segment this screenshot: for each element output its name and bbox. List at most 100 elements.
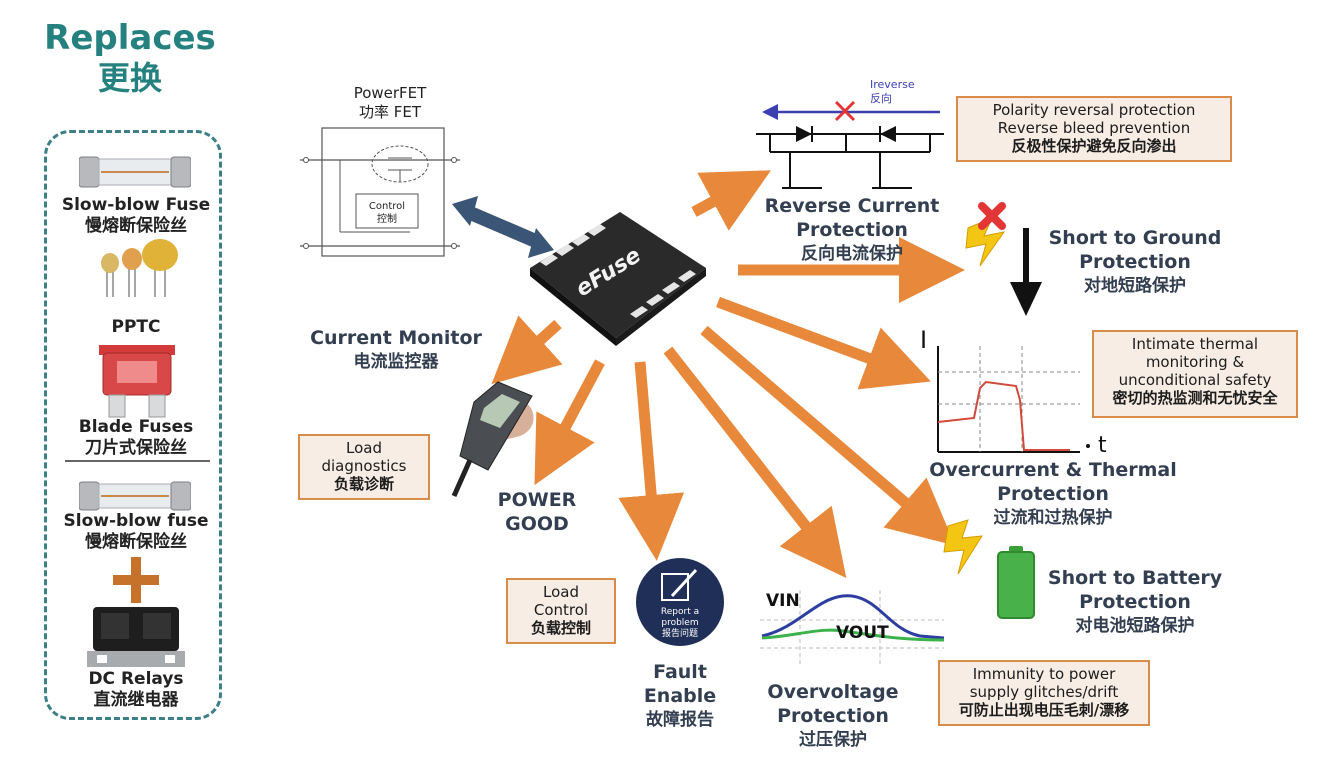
replaces-title-zh: 更换 [97,59,162,97]
sidebar-item-label-zh: 刀片式保险丝 [85,438,187,458]
thermal-graph: I t [920,326,1107,458]
label-en: Reverse Current [764,195,940,217]
current-monitor-label: Current Monitor 电流监控器 [306,326,486,374]
callout-line: 密切的热监测和无忧安全 [1112,389,1278,407]
short-battery-graphic [943,519,1035,619]
powerfet-title-zh: 功率 FET [358,103,422,121]
sidebar-item-label-zh: 慢熔断保险丝 [85,532,187,552]
divider [65,460,210,462]
label-zh: 故障报告 [646,710,714,730]
sidebar-item-slowblow-2: Slow-blow fuse 慢熔断保险丝 [47,511,225,553]
arrow-thermal [716,296,931,390]
ireverse-label-zh: 反向 [870,91,892,105]
arrow-fault [618,361,685,561]
callout-line: Intimate thermal [1131,335,1259,353]
callout-line: 反极性保护避免反向渗出 [1011,137,1177,155]
efuse-chip: eFuse [530,212,706,346]
glass-fuse-icon [79,156,191,188]
reverse-current-label: Reverse Current Protection 反向电流保护 [752,194,952,266]
callout-line: 负载控制 [530,619,591,637]
label-en2: Protection [777,705,889,727]
blade-fuse-icon [99,345,175,418]
callout-line: Load [346,439,382,457]
sidebar-item-pptc: PPTC [47,317,225,338]
label-zh: 对地短路保护 [1084,276,1186,296]
control-label-en: Control [369,201,405,212]
label-en2: Enable [643,685,717,707]
label-en: Short to Ground [1048,227,1222,249]
vout-label: VOUT [836,623,889,643]
plus-icon [113,557,159,603]
label-en2: Protection [1079,591,1191,613]
arrow-battery [700,325,956,546]
overvoltage-graph: VIN VOUT [760,590,945,664]
label-en: Fault [653,661,707,683]
callout-line: unconditional safety [1118,371,1272,389]
load-control-callout: Load Control 负载控制 [506,578,616,644]
label-en2: Protection [1079,251,1191,273]
short-battery-label: Short to Battery Protection 对电池短路保护 [1038,566,1232,638]
arrow-current-monitor [491,315,563,385]
pptc-icon [101,239,178,297]
callout-line: diagnostics [321,457,407,475]
vin-label: VIN [766,591,800,611]
reverse-schematic: Ireverse 反向 [756,78,944,189]
thermal-callout: Intimate thermal monitoring & unconditio… [1092,330,1298,418]
overvoltage-label: Overvoltage Protection 过压保护 [752,680,914,752]
replaces-title: Replaces 更换 [40,18,220,98]
label-zh: 过流和过热保护 [993,508,1113,528]
short-ground-graphic [965,202,1042,316]
relay-icon [87,607,185,667]
arrow-power-good [534,359,605,486]
replaces-panel: Slow-blow Fuse 慢熔断保险丝 PPTC Blade Fuses 刀… [44,130,222,720]
overvoltage-callout: Immunity to power supply glitches/drift … [938,660,1150,726]
arrow-reverse [691,170,772,231]
label-en: Short to Battery [1047,567,1223,589]
control-label-zh: 控制 [377,212,397,225]
thermal-axis-x: t [1098,433,1107,458]
label-zh: 过压保护 [799,730,867,750]
sidebar-item-label: DC Relays [88,669,184,689]
sidebar-item-label-zh: 慢熔断保险丝 [85,216,187,236]
thermal-axis-y: I [920,326,927,354]
label-en: Current Monitor [310,327,482,349]
sidebar-item-label: Slow-blow Fuse [61,195,211,215]
powerfet-schematic: Control 控制 [300,127,460,257]
diagnostic-device-icon [451,381,534,498]
callout-line: Reverse bleed prevention [997,119,1191,137]
label-en2: Protection [796,219,908,241]
sidebar-item-slowblow: Slow-blow Fuse 慢熔断保险丝 [47,195,225,237]
blocked-x-icon [834,100,856,122]
callout-line: supply glitches/drift [969,683,1119,701]
label-line1: POWER [497,489,577,511]
report-text-1: Report a [661,607,699,617]
callout-line: Load [543,583,579,601]
short-ground-label: Short to Ground Protection 对地短路保护 [1040,226,1230,298]
sidebar-item-label-zh: 直流继电器 [93,690,179,710]
sidebar-item-label: Slow-blow fuse [63,511,209,531]
label-zh: 反向电流保护 [801,244,903,264]
label-zh: 对电池短路保护 [1075,616,1195,636]
load-diagnostics-callout: Load diagnostics 负载诊断 [298,434,430,500]
glass-fuse-icon [79,481,191,511]
label-line2: GOOD [505,513,569,535]
reverse-callout: Polarity reversal protection Reverse ble… [956,96,1232,162]
sidebar-item-label: Blade Fuses [78,417,194,437]
fault-enable-label: Fault Enable 故障报告 [620,660,740,732]
report-text-3: 报告问题 [662,627,698,639]
powerfet-title: PowerFET 功率 FET [330,84,450,122]
power-good-label: POWER GOOD [478,488,596,536]
callout-line: Control [533,601,589,619]
replaces-title-en: Replaces [44,18,216,58]
orange-arrows [491,170,965,578]
sidebar-item-relay: DC Relays 直流继电器 [47,669,225,711]
label-en2: Protection [997,483,1109,505]
callout-line: Immunity to power [972,665,1116,683]
callout-line: 可防止出现电压毛刺/漂移 [958,701,1130,719]
sidebar-item-label: PPTC [111,317,161,337]
label-en: Overvoltage [767,681,899,703]
battery-icon [997,551,1035,619]
callout-line: Polarity reversal protection [992,101,1196,119]
arrow-overvoltage [663,346,847,578]
